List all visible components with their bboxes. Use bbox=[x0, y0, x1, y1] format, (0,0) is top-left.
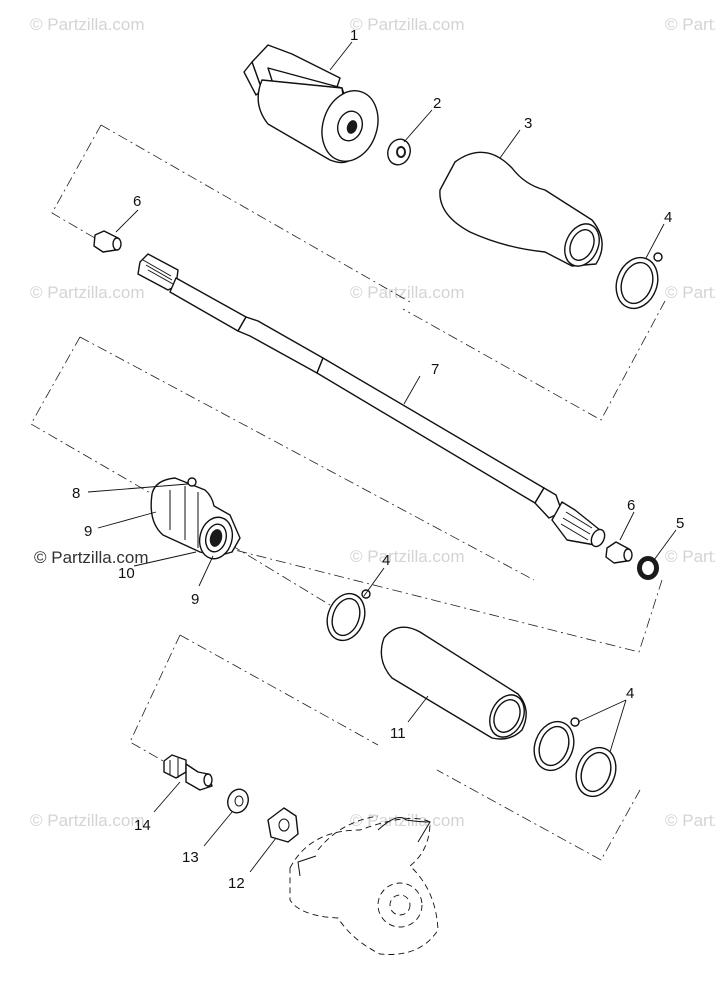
callout-2: 2 bbox=[433, 95, 441, 112]
watermark-text: © Partzilla.com bbox=[30, 15, 145, 34]
callout-12: 12 bbox=[228, 875, 245, 892]
part-2-washer bbox=[387, 138, 411, 166]
watermark-text: © Partzilla.com bbox=[350, 15, 465, 34]
part-13-washer bbox=[227, 788, 249, 814]
part-4-clamp-upper bbox=[615, 252, 663, 310]
part-6-plug-upper bbox=[93, 230, 122, 253]
part-1-coupler-housing bbox=[243, 44, 379, 164]
callout-7: 7 bbox=[431, 361, 439, 378]
callout-1: 1 bbox=[350, 27, 358, 44]
axis-line bbox=[230, 544, 331, 606]
callout-13: 13 bbox=[182, 849, 199, 866]
part-7-driveshaft bbox=[137, 253, 606, 548]
callout-9-left: 9 bbox=[84, 523, 92, 540]
outline-upper-left bbox=[51, 124, 102, 242]
part-14-fitting bbox=[163, 754, 213, 791]
outline-lower-right bbox=[436, 769, 641, 861]
watermark-text: © Partzilla.com bbox=[665, 811, 715, 830]
callout-9-bottom: 9 bbox=[191, 591, 199, 608]
part-4-clamp-middle bbox=[326, 589, 371, 642]
callouts: 1 2 3 4 6 7 8 9 10 9 6 5 4 11 4 14 13 12 bbox=[72, 27, 684, 892]
outline-middle-right bbox=[234, 549, 663, 653]
watermark-text: © Partzilla.com bbox=[350, 547, 465, 566]
watermark-layer: © Partzilla.com © Partzilla.com © Partzi… bbox=[30, 15, 715, 830]
watermark-text-prominent: © Partzilla.com bbox=[34, 548, 149, 567]
assembly-outlines bbox=[30, 124, 666, 861]
callout-3: 3 bbox=[524, 115, 532, 132]
watermark-text: © Partzilla.com bbox=[665, 283, 715, 302]
impeller-ghost bbox=[289, 815, 439, 955]
watermark-text: © Partzilla.com bbox=[665, 547, 715, 566]
part-3-boot bbox=[439, 151, 603, 267]
part-12-plate bbox=[267, 807, 299, 843]
watermark-text: © Partzilla.com bbox=[665, 15, 715, 34]
callout-11: 11 bbox=[390, 725, 406, 742]
callout-8: 8 bbox=[72, 485, 80, 502]
part-4-clamp-lower-a bbox=[533, 717, 580, 772]
callout-5: 5 bbox=[676, 515, 684, 532]
callout-4-upper: 4 bbox=[664, 209, 672, 226]
outline-middle-left bbox=[30, 336, 153, 495]
callout-14: 14 bbox=[134, 817, 151, 834]
callout-6-upper: 6 bbox=[133, 193, 141, 210]
watermark-text: © Partzilla.com bbox=[30, 283, 145, 302]
watermark-text: © Partzilla.com bbox=[350, 283, 465, 302]
callout-10: 10 bbox=[118, 565, 135, 582]
watermark-text: © Partzilla.com bbox=[30, 811, 145, 830]
outline-lower-diagonal bbox=[179, 634, 379, 746]
callout-4-middle: 4 bbox=[382, 552, 390, 569]
part-8-9-10-yoke-assembly bbox=[150, 477, 241, 560]
callout-6-lower: 6 bbox=[627, 497, 635, 514]
part-6-plug-lower bbox=[605, 541, 633, 564]
part-4-clamp-lower-b bbox=[575, 746, 617, 798]
callout-4-lower: 4 bbox=[626, 685, 634, 702]
part-5-o-ring bbox=[637, 556, 659, 580]
outline-middle-diagonal bbox=[79, 336, 535, 581]
leader-lines bbox=[87, 41, 677, 873]
part-11-tube bbox=[380, 626, 527, 740]
outline-lower-left bbox=[129, 634, 181, 767]
outline-upper-right bbox=[402, 300, 666, 421]
